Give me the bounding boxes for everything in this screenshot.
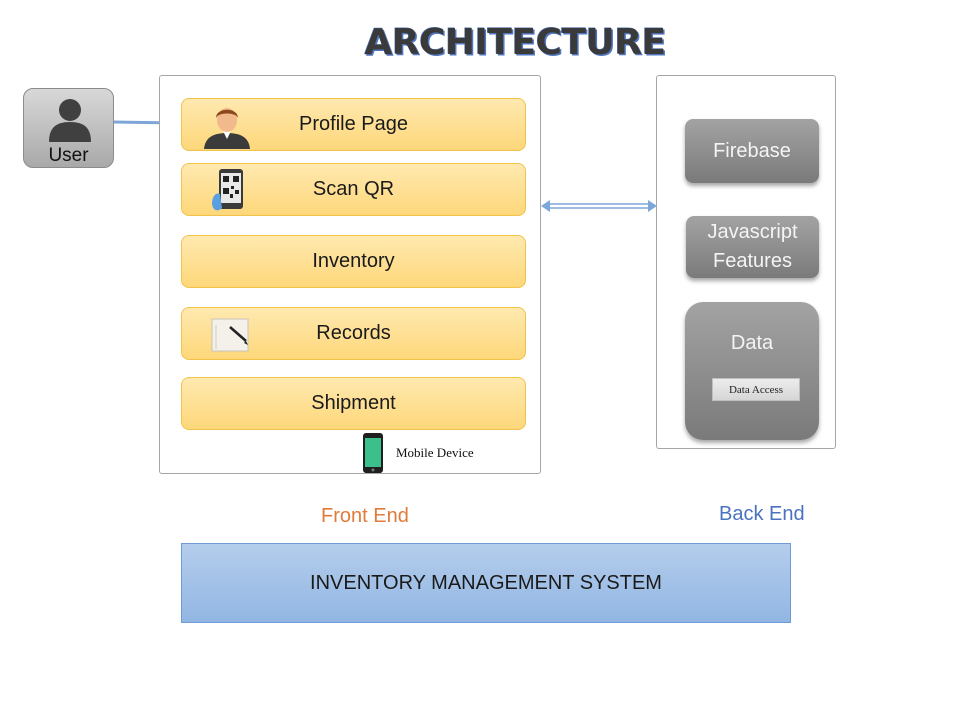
system-label: INVENTORY MANAGEMENT SYSTEM: [310, 571, 662, 594]
mobile-device-label: Mobile Device: [396, 445, 474, 460]
javascript-label: Javascript: [707, 221, 798, 243]
firebase-box: Firebase: [685, 119, 819, 183]
module-shipment: Shipment: [181, 377, 526, 430]
smartphone-icon: [363, 433, 383, 473]
inventory-management-system-box: INVENTORY MANAGEMENT SYSTEM: [181, 543, 791, 623]
data-box: Data: [685, 302, 819, 440]
module-label: Inventory: [312, 250, 395, 272]
user-box: User: [23, 88, 114, 168]
data-label: Data: [730, 332, 774, 354]
features-label: Features: [713, 250, 792, 272]
module-records: Records: [181, 307, 526, 360]
data-access-box: Data Access: [712, 378, 800, 401]
module-profile-page: Profile Page: [181, 98, 526, 151]
back-end-label: Back End: [719, 503, 805, 525]
module-label: Scan QR: [312, 178, 395, 200]
profile-avatar-icon: [204, 108, 250, 149]
user-icon: [49, 99, 91, 142]
module-label: Records: [316, 322, 391, 344]
module-label: Shipment: [311, 392, 396, 414]
firebase-label: Firebase: [713, 139, 791, 162]
notepad-pen-icon: [211, 318, 249, 352]
diagram-title: ARCHITECTURE: [364, 22, 666, 63]
module-scan-qr: Scan QR: [181, 163, 526, 216]
module-inventory: Inventory: [181, 235, 526, 288]
user-label: User: [48, 145, 89, 166]
front-end-label: Front End: [321, 505, 409, 527]
javascript-features-box: Javascript Features: [686, 216, 819, 278]
module-label: Profile Page: [299, 113, 408, 135]
qr-phone-icon: [212, 169, 243, 211]
frontend-backend-double-arrow: [541, 200, 657, 212]
